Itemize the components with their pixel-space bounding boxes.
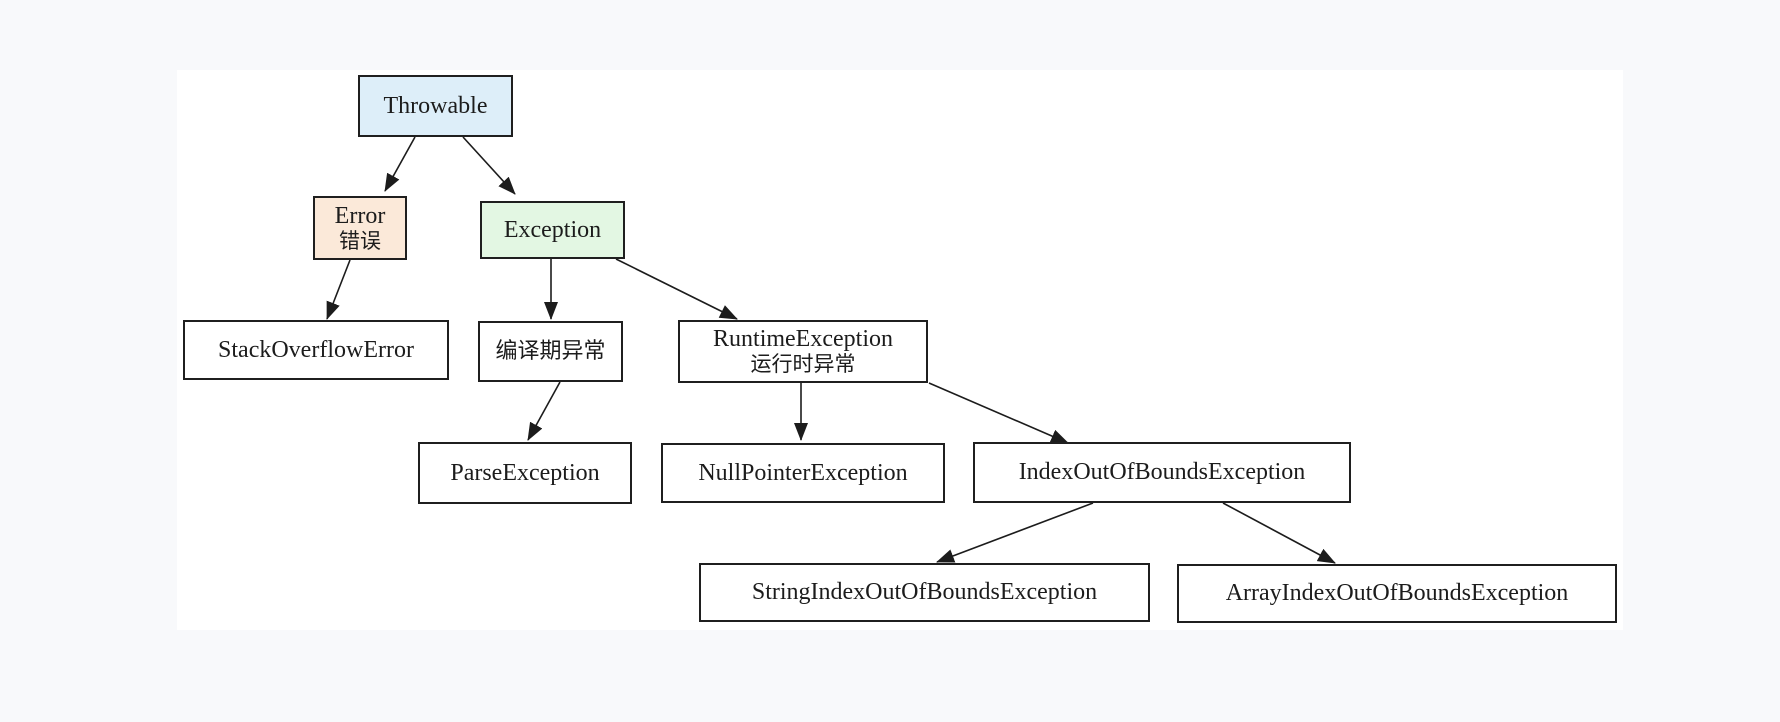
node-runtime-exception: RuntimeException 运行时异常 — [678, 320, 928, 383]
node-string-index-out-of-bounds-exception-label: StringIndexOutOfBoundsException — [751, 579, 1098, 606]
edge-indexoutofbounds-arrayindex — [1222, 502, 1336, 564]
edge-throwable-exception — [462, 136, 516, 195]
node-compile-time-exception: 编译期异常 — [478, 321, 623, 382]
node-error-sublabel: 错误 — [339, 228, 381, 253]
node-runtime-exception-sublabel: 运行时异常 — [750, 352, 856, 377]
node-parse-exception: ParseException — [418, 442, 632, 504]
diagram-canvas: Throwable Error 错误 Exception StackOverfl… — [177, 70, 1623, 630]
node-stack-overflow-error: StackOverflowError — [183, 320, 449, 380]
node-throwable-label: Throwable — [383, 92, 488, 119]
node-null-pointer-exception: NullPointerException — [661, 443, 945, 503]
edge-compiletime-parse — [527, 381, 561, 441]
node-array-index-out-of-bounds-exception: ArrayIndexOutOfBoundsException — [1177, 564, 1617, 623]
node-runtime-exception-label: RuntimeException — [713, 326, 893, 353]
edge-error-stackoverflowerror — [326, 259, 351, 320]
edge-indexoutofbounds-stringindex — [936, 502, 1094, 563]
edge-runtime-indexoutofbounds — [928, 382, 1069, 444]
node-error-label: Error — [334, 202, 386, 229]
node-index-out-of-bounds-exception-label: IndexOutOfBoundsException — [1018, 459, 1306, 486]
node-null-pointer-exception-label: NullPointerException — [698, 459, 908, 486]
edge-exception-runtime — [615, 258, 738, 320]
node-array-index-out-of-bounds-exception-label: ArrayIndexOutOfBoundsException — [1225, 580, 1569, 607]
node-exception-label: Exception — [503, 216, 602, 243]
node-index-out-of-bounds-exception: IndexOutOfBoundsException — [973, 442, 1351, 503]
node-error: Error 错误 — [313, 196, 407, 260]
node-stack-overflow-error-label: StackOverflowError — [218, 336, 414, 363]
node-compile-time-exception-label: 编译期异常 — [495, 338, 606, 364]
node-throwable: Throwable — [358, 75, 513, 137]
node-parse-exception-label: ParseException — [450, 459, 600, 486]
node-exception: Exception — [480, 201, 625, 259]
node-string-index-out-of-bounds-exception: StringIndexOutOfBoundsException — [699, 563, 1150, 622]
edge-throwable-error — [384, 136, 416, 192]
